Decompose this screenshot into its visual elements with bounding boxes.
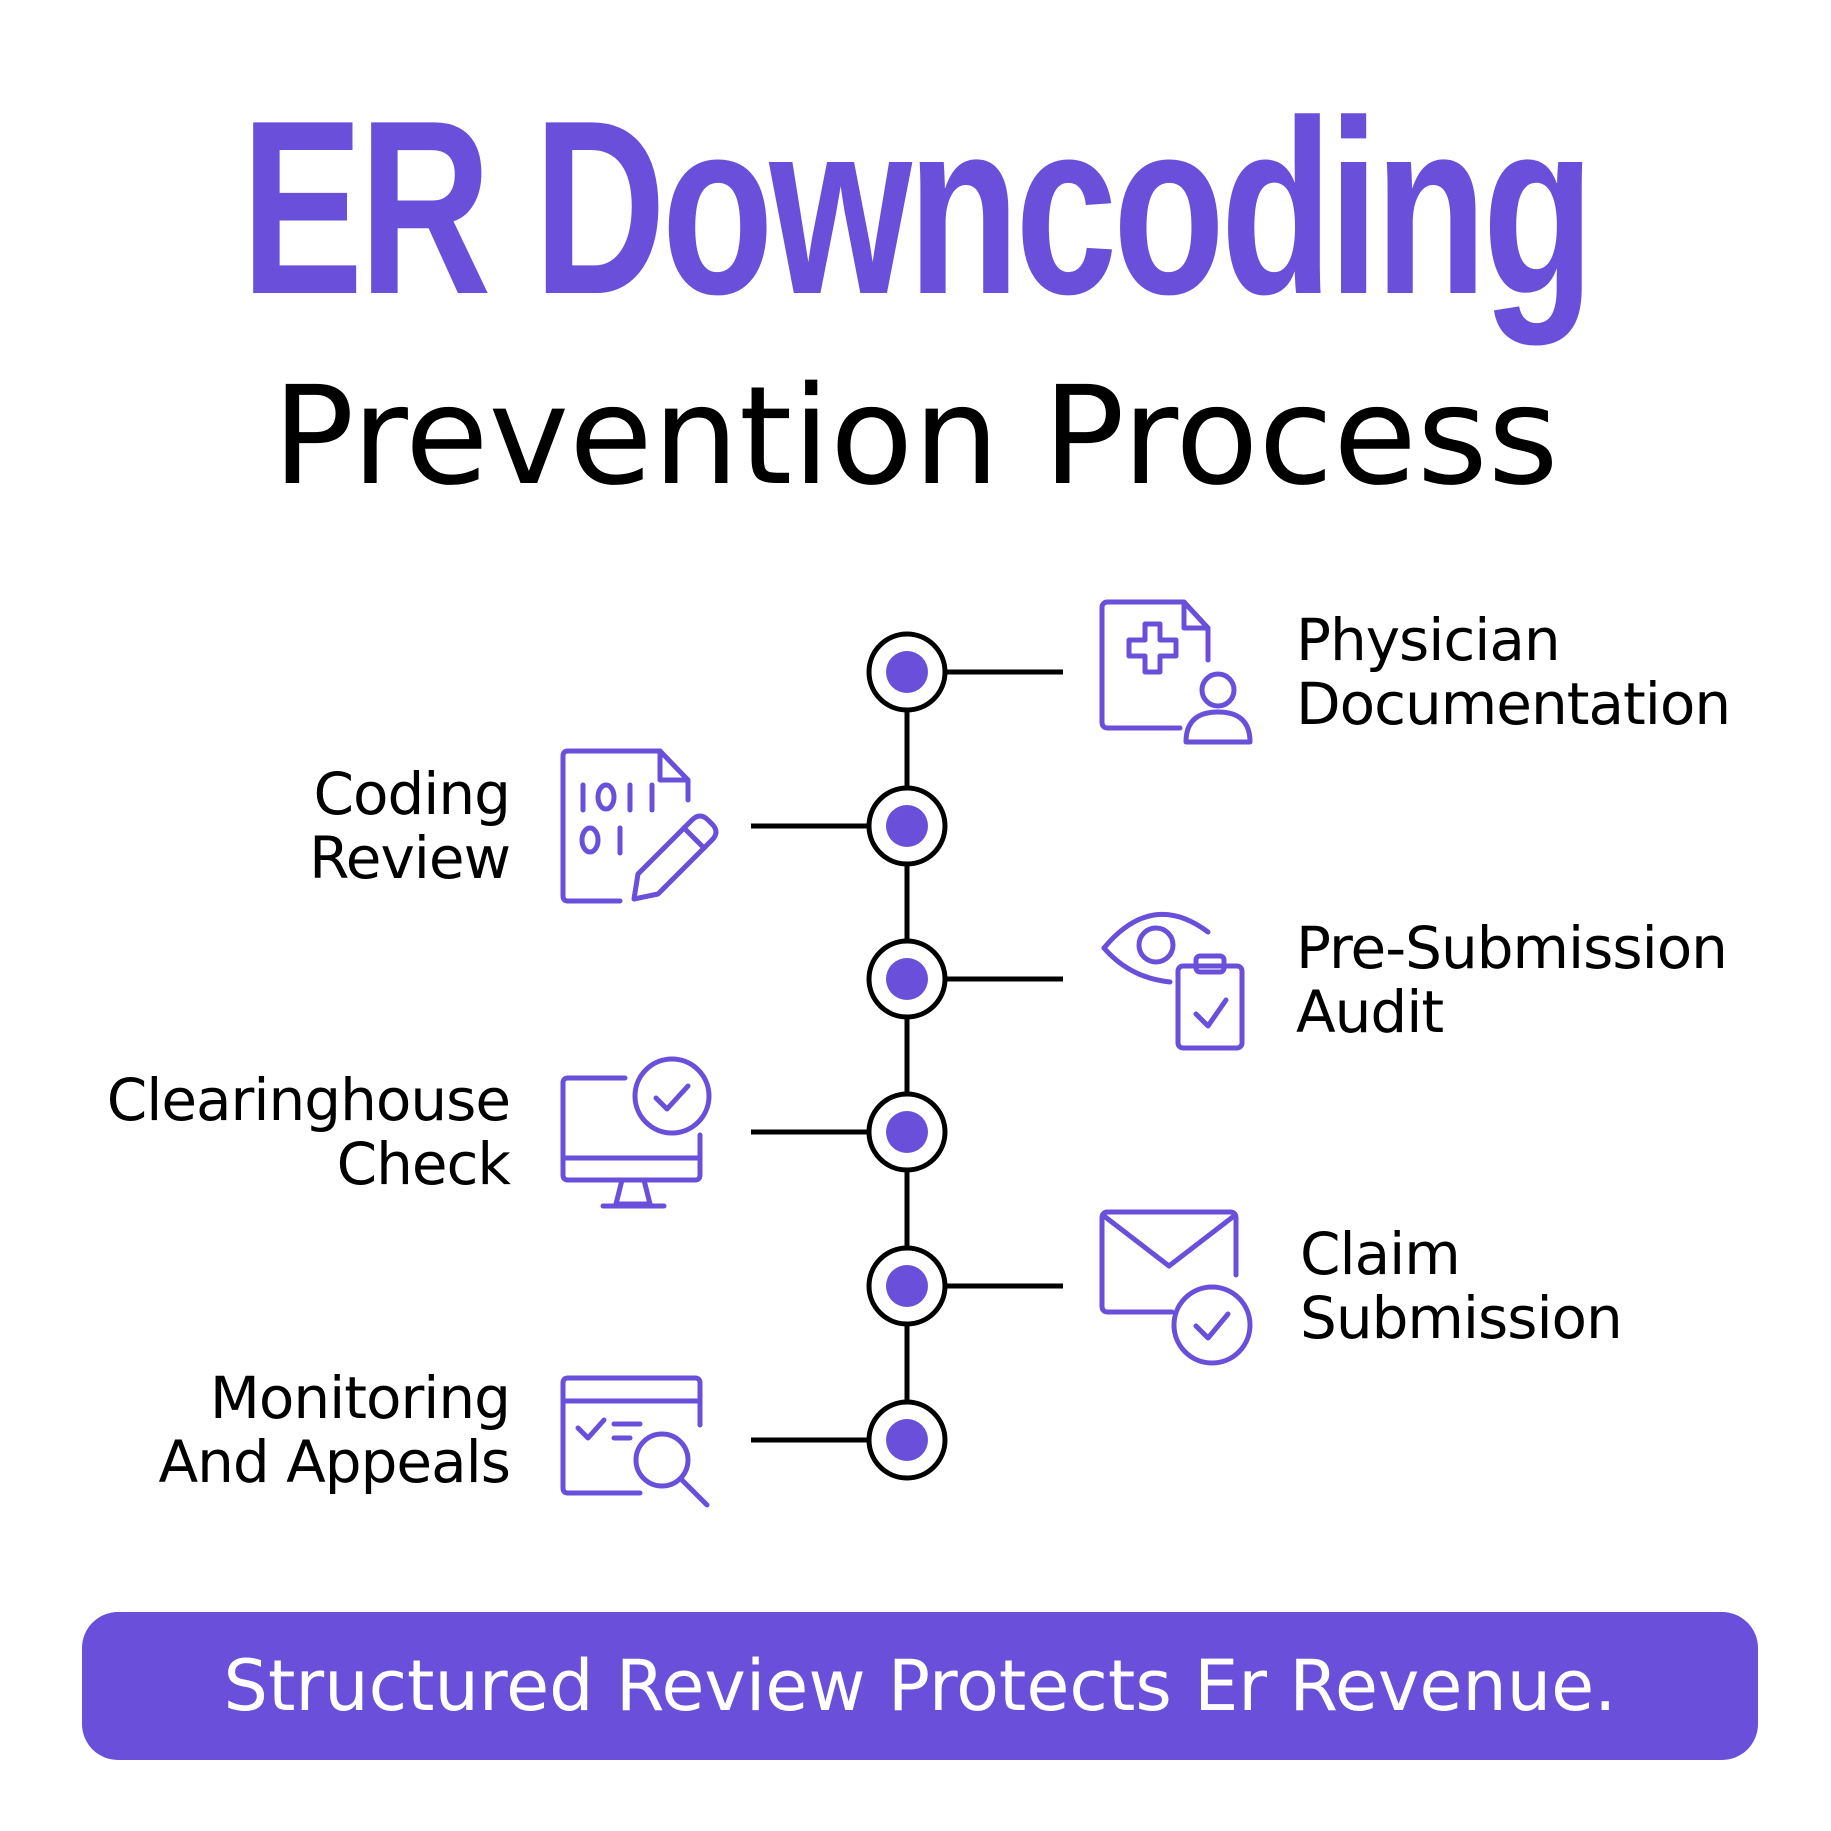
binary-document-pencil-icon (560, 748, 719, 904)
step-label-physician-documentation: Physician Documentation (1296, 606, 1731, 738)
eye-clipboard-check-icon (1101, 911, 1245, 1051)
monitor-check-icon (560, 1056, 712, 1209)
step-label-clearinghouse-check: Clearinghouse Check (106, 1066, 511, 1198)
step-label-monitoring-appeals: Monitoring And Appeals (158, 1364, 511, 1496)
step-label-coding-review: Coding Review (309, 760, 511, 892)
step-label-claim-submission: Claim Submission (1300, 1220, 1623, 1352)
footer-banner: Structured Review Protects Er Revenue. (82, 1612, 1758, 1760)
document-medical-user-icon (1099, 599, 1253, 745)
timeline-node-5 (866, 1245, 948, 1327)
timeline-node-1 (866, 631, 948, 713)
step-label-pre-submission-audit: Pre-Submission Audit (1296, 914, 1728, 1046)
timeline-node-3 (866, 938, 948, 1020)
envelope-check-icon (1099, 1209, 1253, 1366)
timeline-node-2 (866, 785, 948, 867)
timeline-node-4 (866, 1091, 948, 1173)
banner-text: Structured Review Protects Er Revenue. (223, 1645, 1617, 1727)
browser-search-icon (560, 1375, 710, 1508)
page-subtitle: Prevention Process (272, 358, 1559, 516)
timeline-node-6 (866, 1399, 948, 1481)
page-title: ER Downcoding (240, 68, 1595, 346)
